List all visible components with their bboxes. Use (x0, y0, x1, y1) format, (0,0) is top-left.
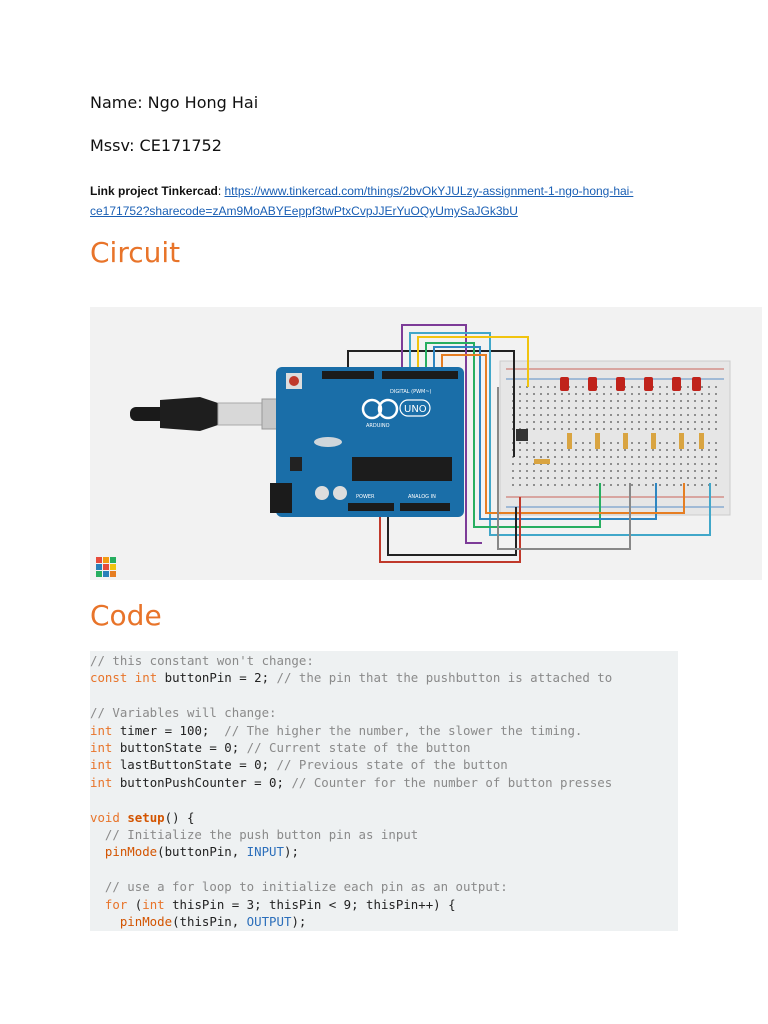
code-text: buttonState = 0; (112, 740, 247, 756)
tinkercad-link[interactable]: https://www.tinkercad.com/things/2bvOkYJ… (90, 184, 634, 218)
atmega-chip (352, 457, 452, 481)
code-const: OUTPUT (246, 914, 292, 930)
code-kw: int (90, 757, 113, 773)
student-name: Name: Ngo Hong Hai (90, 93, 259, 112)
circuit-image: DIGITAL (PWM~) ARDUINO UNO POWER ANALOG … (90, 307, 762, 580)
code-comment: // Counter for the number of button pres… (291, 774, 613, 790)
student-id: Mssv: CE171752 (90, 136, 222, 155)
code-fn: pinMode (119, 914, 173, 930)
code-comment: // the pin that the pushbutton is attach… (276, 670, 613, 686)
code-kw: int (90, 722, 113, 738)
code-text: (buttonPin, (157, 844, 247, 860)
code-kw: int (142, 896, 165, 912)
code-text: (thisPin, (172, 914, 247, 930)
power-jack (270, 483, 292, 513)
code-text: timer = 100; (112, 722, 225, 738)
code-comment: // The higher the number, the slower the… (224, 722, 583, 738)
code-kw: int (134, 670, 158, 686)
power-label: POWER (356, 494, 375, 500)
resistor-row (534, 433, 704, 464)
project-link-line: Link project Tinkercad: https://www.tink… (90, 181, 680, 221)
code-text: buttonPushCounter = 0; (112, 774, 292, 790)
code-line-1: // this constant won't change: (90, 653, 314, 668)
code-const: INPUT (246, 844, 284, 860)
code-text: () { (164, 809, 195, 825)
circuit-heading: Circuit (90, 236, 181, 269)
circuit-diagram: DIGITAL (PWM~) ARDUINO UNO POWER ANALOG … (96, 324, 731, 577)
code-fn: pinMode (104, 844, 158, 860)
digital-label: DIGITAL (PWM~) (390, 389, 432, 395)
code-kw: int (90, 774, 113, 790)
code-comment: // Previous state of the button (276, 757, 508, 773)
code-comment: // Current state of the button (246, 740, 471, 756)
code-comment: // Variables will change: (90, 705, 277, 721)
pushbutton (516, 429, 528, 441)
code-comment: // use a for loop to initialize each pin… (90, 879, 508, 895)
code-kw: void (90, 809, 120, 825)
code-text: ( (127, 896, 143, 912)
link-label: Link project Tinkercad (90, 184, 218, 198)
code-block: // this constant won't change: const int… (90, 651, 678, 931)
led-row (560, 377, 701, 391)
code-text: thisPin = 3; thisPin < 9; thisPin++) { (164, 896, 456, 912)
code-fn: setup (127, 809, 165, 825)
usb-connector (160, 397, 218, 431)
code-kw: for (104, 896, 128, 912)
code-kw: const (90, 670, 128, 686)
code-kw: int (90, 740, 113, 756)
code-text: buttonPin = 2; (157, 670, 277, 686)
link-separator: : (217, 184, 225, 198)
arduino-label: ARDUINO (366, 423, 390, 429)
uno-label: UNO (404, 404, 427, 415)
code-comment: // Initialize the push button pin as inp… (90, 827, 419, 843)
code-heading: Code (90, 599, 162, 632)
code-text: ); (291, 914, 307, 930)
analog-label: ANALOG IN (408, 494, 436, 500)
tinkercad-logo (96, 557, 116, 577)
code-text: ); (283, 844, 299, 860)
code-text: lastButtonState = 0; (112, 757, 277, 773)
